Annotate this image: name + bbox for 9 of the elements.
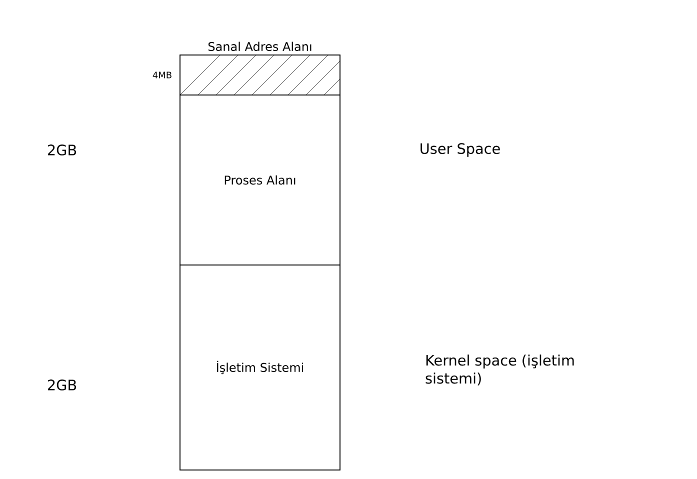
memory-region: İşletim Sistemi	[180, 264, 340, 470]
node-label: Sanal Adres Alanı	[208, 42, 312, 52]
node-label: 4MB	[152, 72, 172, 78]
memory-region: Proses Alanı	[180, 94, 340, 266]
region-label: Kernel space (işletim sistemi)	[426, 354, 574, 386]
size-label: 2GB	[48, 380, 76, 390]
region-label: User Space	[420, 143, 500, 157]
hatched-band: 4MB	[152, 54, 340, 96]
size-label: 2GB	[48, 144, 76, 156]
